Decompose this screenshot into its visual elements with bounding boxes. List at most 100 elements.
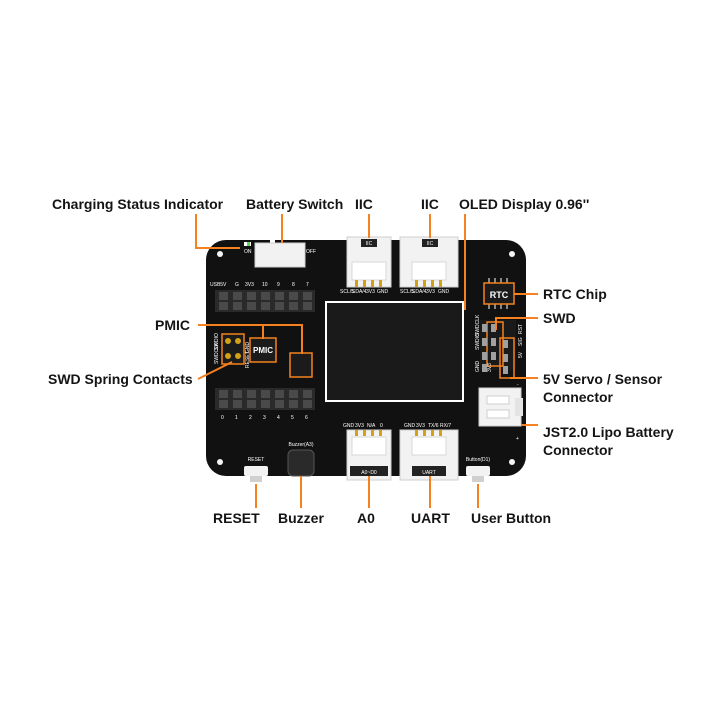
swd-contact-labels: SWDIO SWDCLK RESET GND bbox=[214, 333, 251, 368]
label-swd-spring-contacts: SWD Spring Contacts bbox=[48, 371, 193, 387]
svg-text:PMIC: PMIC bbox=[253, 346, 273, 355]
iic-right-pin-labels: SCL/5 SDA/4 3V3 GND bbox=[400, 289, 450, 295]
iic-connector-right[interactable]: IIC bbox=[399, 236, 459, 288]
svg-text:GND: GND bbox=[343, 423, 355, 429]
reset-board-label: RESET bbox=[248, 457, 265, 463]
charging-led-green bbox=[247, 242, 250, 246]
svg-text:3V3: 3V3 bbox=[355, 423, 364, 429]
svg-text:3V3: 3V3 bbox=[245, 282, 254, 288]
leader-swd-contacts bbox=[197, 361, 233, 380]
on-label: ON bbox=[244, 249, 252, 255]
label-jst-lipo-connector: JST2.0 Lipo Battery Connector bbox=[543, 424, 674, 458]
label-iic-left: IIC bbox=[355, 196, 373, 212]
svg-text:RX/7: RX/7 bbox=[440, 423, 451, 429]
jst-battery-connector[interactable] bbox=[478, 387, 523, 427]
buzzer-board-label: Buzzer(A3) bbox=[288, 442, 313, 448]
label-battery-switch: Battery Switch bbox=[246, 196, 344, 212]
label-a0: A0 bbox=[357, 510, 375, 526]
user-button[interactable] bbox=[466, 466, 490, 482]
svg-text:0: 0 bbox=[221, 415, 224, 421]
svg-text:1: 1 bbox=[235, 415, 238, 421]
svg-text:SCL/5: SCL/5 bbox=[400, 289, 414, 295]
top-pin-header[interactable] bbox=[215, 290, 315, 312]
battery-plus: + bbox=[516, 436, 519, 442]
uart-connector[interactable]: UART bbox=[399, 429, 459, 481]
bottom-header-labels: 0 1 2 3 4 5 6 bbox=[221, 415, 308, 421]
svg-text:RESET: RESET bbox=[245, 351, 251, 368]
a0-pin-labels: GND 3V3 N/A 0 bbox=[343, 423, 383, 429]
svg-text:3V3: 3V3 bbox=[416, 423, 425, 429]
label-uart: UART bbox=[411, 510, 450, 526]
label-rtc-chip: RTC Chip bbox=[543, 286, 607, 302]
svg-text:A0~D0: A0~D0 bbox=[361, 470, 377, 476]
a0-connector[interactable]: A0~D0 bbox=[346, 429, 392, 481]
svg-text:0: 0 bbox=[380, 423, 383, 429]
pmic-inductor bbox=[289, 352, 313, 378]
label-oled-display: OLED Display 0.96'' bbox=[459, 196, 590, 212]
svg-text:GND: GND bbox=[377, 289, 389, 295]
leader-swd bbox=[495, 317, 538, 330]
leader-charging bbox=[195, 214, 240, 249]
leader-lines bbox=[195, 214, 538, 508]
iic-left-pin-labels: SCL/5 SDA/4 3V3 GND bbox=[340, 289, 389, 295]
svg-text:8: 8 bbox=[292, 282, 295, 288]
iic-connector-left[interactable]: IIC bbox=[346, 236, 392, 288]
svg-text:SDA/4: SDA/4 bbox=[412, 289, 427, 295]
bottom-pin-header[interactable] bbox=[215, 388, 315, 410]
swd-header-labels: SWDCLK SWDIO RST bbox=[475, 314, 524, 350]
label-swd: SWD bbox=[543, 310, 576, 326]
svg-text:RST: RST bbox=[518, 324, 524, 334]
leader-pmic-2 bbox=[263, 324, 303, 354]
label-user-button: User Button bbox=[471, 510, 552, 526]
button-board-label: Button(D1) bbox=[466, 457, 491, 463]
svg-text:5V: 5V bbox=[518, 351, 524, 358]
label-buzzer: Buzzer bbox=[278, 510, 324, 526]
buzzer bbox=[287, 449, 315, 477]
svg-text:GND: GND bbox=[475, 361, 481, 373]
svg-text:SWDCLK: SWDCLK bbox=[214, 342, 220, 364]
label-iic-right: IIC bbox=[421, 196, 439, 212]
svg-text:IIC: IIC bbox=[366, 241, 373, 247]
svg-text:SDA/4: SDA/4 bbox=[352, 289, 367, 295]
top-header-labels: USB5V G 3V3 10 9 8 7 bbox=[210, 282, 309, 288]
pmic-chip: PMIC bbox=[249, 337, 277, 363]
svg-text:9: 9 bbox=[277, 282, 280, 288]
swd-header[interactable] bbox=[480, 320, 516, 379]
battery-switch[interactable] bbox=[254, 242, 306, 268]
svg-text:G: G bbox=[235, 282, 239, 288]
svg-text:GND: GND bbox=[245, 342, 251, 354]
uart-pin-labels: GND 3V3 TX/6 RX/7 bbox=[404, 423, 451, 429]
reset-button[interactable] bbox=[244, 466, 268, 482]
svg-text:RTC: RTC bbox=[490, 290, 509, 300]
svg-text:TX/6: TX/6 bbox=[428, 423, 439, 429]
svg-text:SWDCLK: SWDCLK bbox=[475, 314, 481, 336]
svg-text:3V3: 3V3 bbox=[426, 289, 435, 295]
mounting-holes bbox=[217, 251, 515, 465]
label-servo-sensor-connector: 5V Servo / Sensor Connector bbox=[543, 371, 663, 405]
svg-text:SWDIO: SWDIO bbox=[214, 333, 220, 350]
svg-text:6: 6 bbox=[305, 415, 308, 421]
svg-text:SWDIO: SWDIO bbox=[475, 333, 481, 350]
battery-minus: - bbox=[517, 382, 519, 388]
rtc-chip: RTC bbox=[483, 278, 515, 309]
label-charging-status: Charging Status Indicator bbox=[52, 196, 224, 212]
svg-text:N/A: N/A bbox=[367, 423, 376, 429]
svg-text:7: 7 bbox=[306, 282, 309, 288]
servo-labels: GND 3V3 SIG 5V bbox=[475, 337, 524, 372]
svg-text:10: 10 bbox=[262, 282, 268, 288]
swd-spring-contacts bbox=[221, 333, 245, 365]
svg-text:5: 5 bbox=[291, 415, 294, 421]
oled-display bbox=[325, 301, 464, 402]
svg-text:4: 4 bbox=[277, 415, 280, 421]
svg-text:IIC: IIC bbox=[427, 241, 434, 247]
label-pmic: PMIC bbox=[155, 317, 190, 333]
svg-text:USB5V: USB5V bbox=[210, 282, 227, 288]
off-label: OFF bbox=[306, 249, 316, 255]
battery-switch-lever[interactable] bbox=[270, 231, 275, 243]
svg-text:3: 3 bbox=[263, 415, 266, 421]
svg-text:GND: GND bbox=[438, 289, 450, 295]
svg-text:SIG: SIG bbox=[518, 337, 524, 346]
svg-text:3V3: 3V3 bbox=[487, 363, 493, 372]
